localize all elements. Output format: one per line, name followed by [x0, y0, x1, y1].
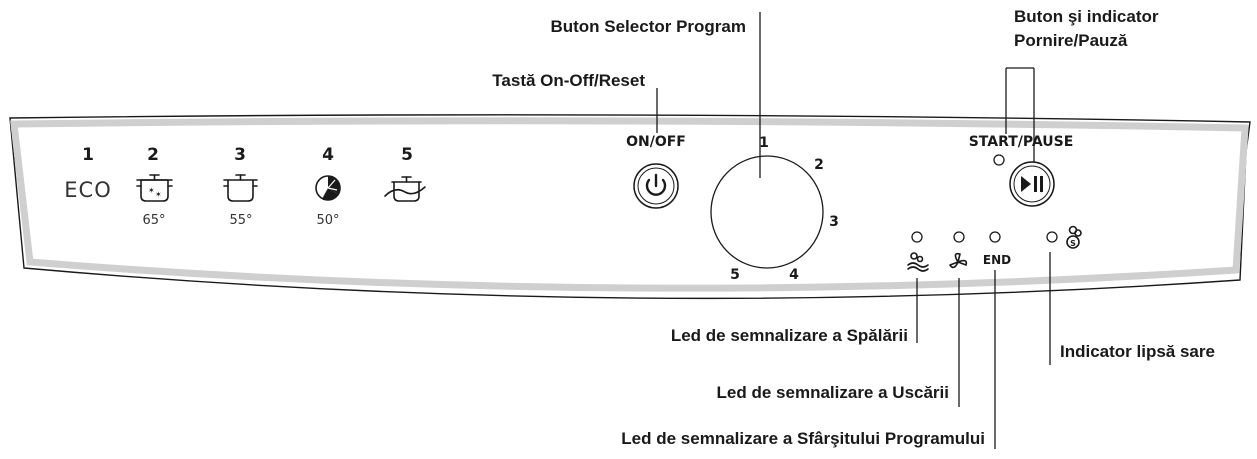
control-panel — [9, 114, 1251, 300]
program-temp-3: 55° — [229, 213, 252, 228]
callout-end-led: Led de semnalizare a Sfârşitului Program… — [621, 429, 985, 448]
program-temp-2: 65° — [142, 213, 165, 228]
end-label: END — [983, 253, 1011, 267]
salt-icon: S — [1066, 225, 1082, 249]
svg-text:✶: ✶ — [148, 186, 155, 195]
pot-icon — [223, 174, 258, 202]
play-pause-icon — [1021, 176, 1043, 192]
salt-led — [1046, 231, 1058, 243]
prewash-pot-icon — [384, 176, 426, 202]
end-led — [989, 231, 1001, 243]
callouts: Buton Selector Program Buton şi indicato… — [492, 7, 1215, 448]
start-pause-led — [993, 154, 1005, 166]
dial-number-1: 1 — [759, 135, 769, 151]
callout-program-selector: Buton Selector Program — [550, 17, 746, 36]
on-off-label: ON/OFF — [626, 134, 686, 150]
callout-start-pause-line1: Buton şi indicator — [1014, 7, 1159, 26]
indicator-leds: END S — [907, 225, 1082, 272]
program-selector-dial[interactable] — [710, 155, 824, 269]
start-pause-button[interactable] — [1009, 161, 1055, 207]
power-icon — [645, 173, 667, 196]
dry-led — [953, 231, 965, 243]
on-off-section: ON/OFF — [626, 134, 686, 209]
svg-text:✶: ✶ — [155, 190, 162, 199]
intensive-pot-icon: ✶ ✶ — [136, 174, 173, 202]
program-number-3: 3 — [234, 145, 246, 165]
wash-icon — [907, 252, 929, 272]
quick-clock-icon — [315, 175, 341, 201]
callout-wash-led: Led de semnalizare a Spălării — [671, 326, 908, 345]
program-number-1: 1 — [82, 145, 94, 165]
wash-led — [911, 231, 923, 243]
start-pause-section: START/PAUSE — [969, 134, 1074, 207]
start-pause-label: START/PAUSE — [969, 134, 1074, 150]
dial-number-5: 5 — [730, 267, 740, 283]
program-number-2: 2 — [147, 145, 159, 165]
dial-numbers: 1 2 3 4 5 — [730, 135, 839, 283]
program-list: 1 2 3 4 5 ECO ✶ ✶ 65° 55° — [64, 145, 426, 228]
callout-dry-led: Led de semnalizare a Uscării — [717, 383, 949, 402]
program-number-5: 5 — [401, 145, 413, 165]
dial-number-4: 4 — [789, 267, 799, 283]
callout-salt-indicator: Indicator lipsă sare — [1060, 342, 1215, 361]
svg-text:S: S — [1070, 239, 1076, 248]
on-off-button[interactable] — [633, 163, 679, 209]
callout-on-off: Tastă On-Off/Reset — [492, 71, 645, 90]
program-number-4: 4 — [322, 145, 334, 165]
dial-number-3: 3 — [829, 214, 839, 230]
program-temp-4: 50° — [316, 213, 339, 228]
callout-start-pause-line2: Pornire/Pauză — [1014, 31, 1128, 50]
program-label-eco: ECO — [64, 178, 111, 202]
dial-number-2: 2 — [814, 157, 824, 173]
callout-lines — [656, 12, 1051, 449]
fan-icon — [949, 252, 968, 269]
